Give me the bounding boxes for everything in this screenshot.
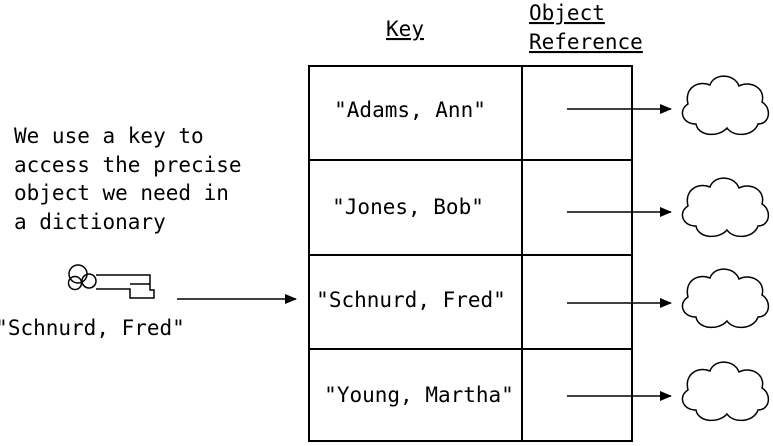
- table-row-key: "Adams, Ann": [334, 98, 486, 122]
- caption-line: object we need in: [14, 181, 229, 205]
- table-row-key: "Young, Martha": [324, 383, 514, 407]
- table-row-key: "Schnurd, Fred": [316, 288, 506, 312]
- caption: We use a key to access the precise objec…: [14, 124, 242, 234]
- cloud-icon: [681, 75, 770, 136]
- caption-line: We use a key to: [14, 124, 204, 148]
- cloud-icon: [681, 268, 770, 329]
- caption-line: a dictionary: [14, 210, 166, 234]
- key-column-header: Key: [386, 17, 424, 41]
- dictionary-table: [308, 65, 633, 442]
- object-clouds: [681, 75, 770, 422]
- table-row-key: "Jones, Bob": [332, 195, 484, 219]
- object-reference-header-line2: Reference: [529, 30, 643, 54]
- lookup-key-label: "Schnurd, Fred": [0, 316, 185, 340]
- caption-line: access the precise: [14, 153, 242, 177]
- cloud-icon: [681, 361, 770, 422]
- cloud-icon: [681, 177, 770, 238]
- key-icon: [67, 264, 155, 299]
- reference-arrows: [567, 104, 672, 401]
- table-border: [308, 65, 633, 442]
- object-reference-header-line1: Object: [529, 1, 605, 25]
